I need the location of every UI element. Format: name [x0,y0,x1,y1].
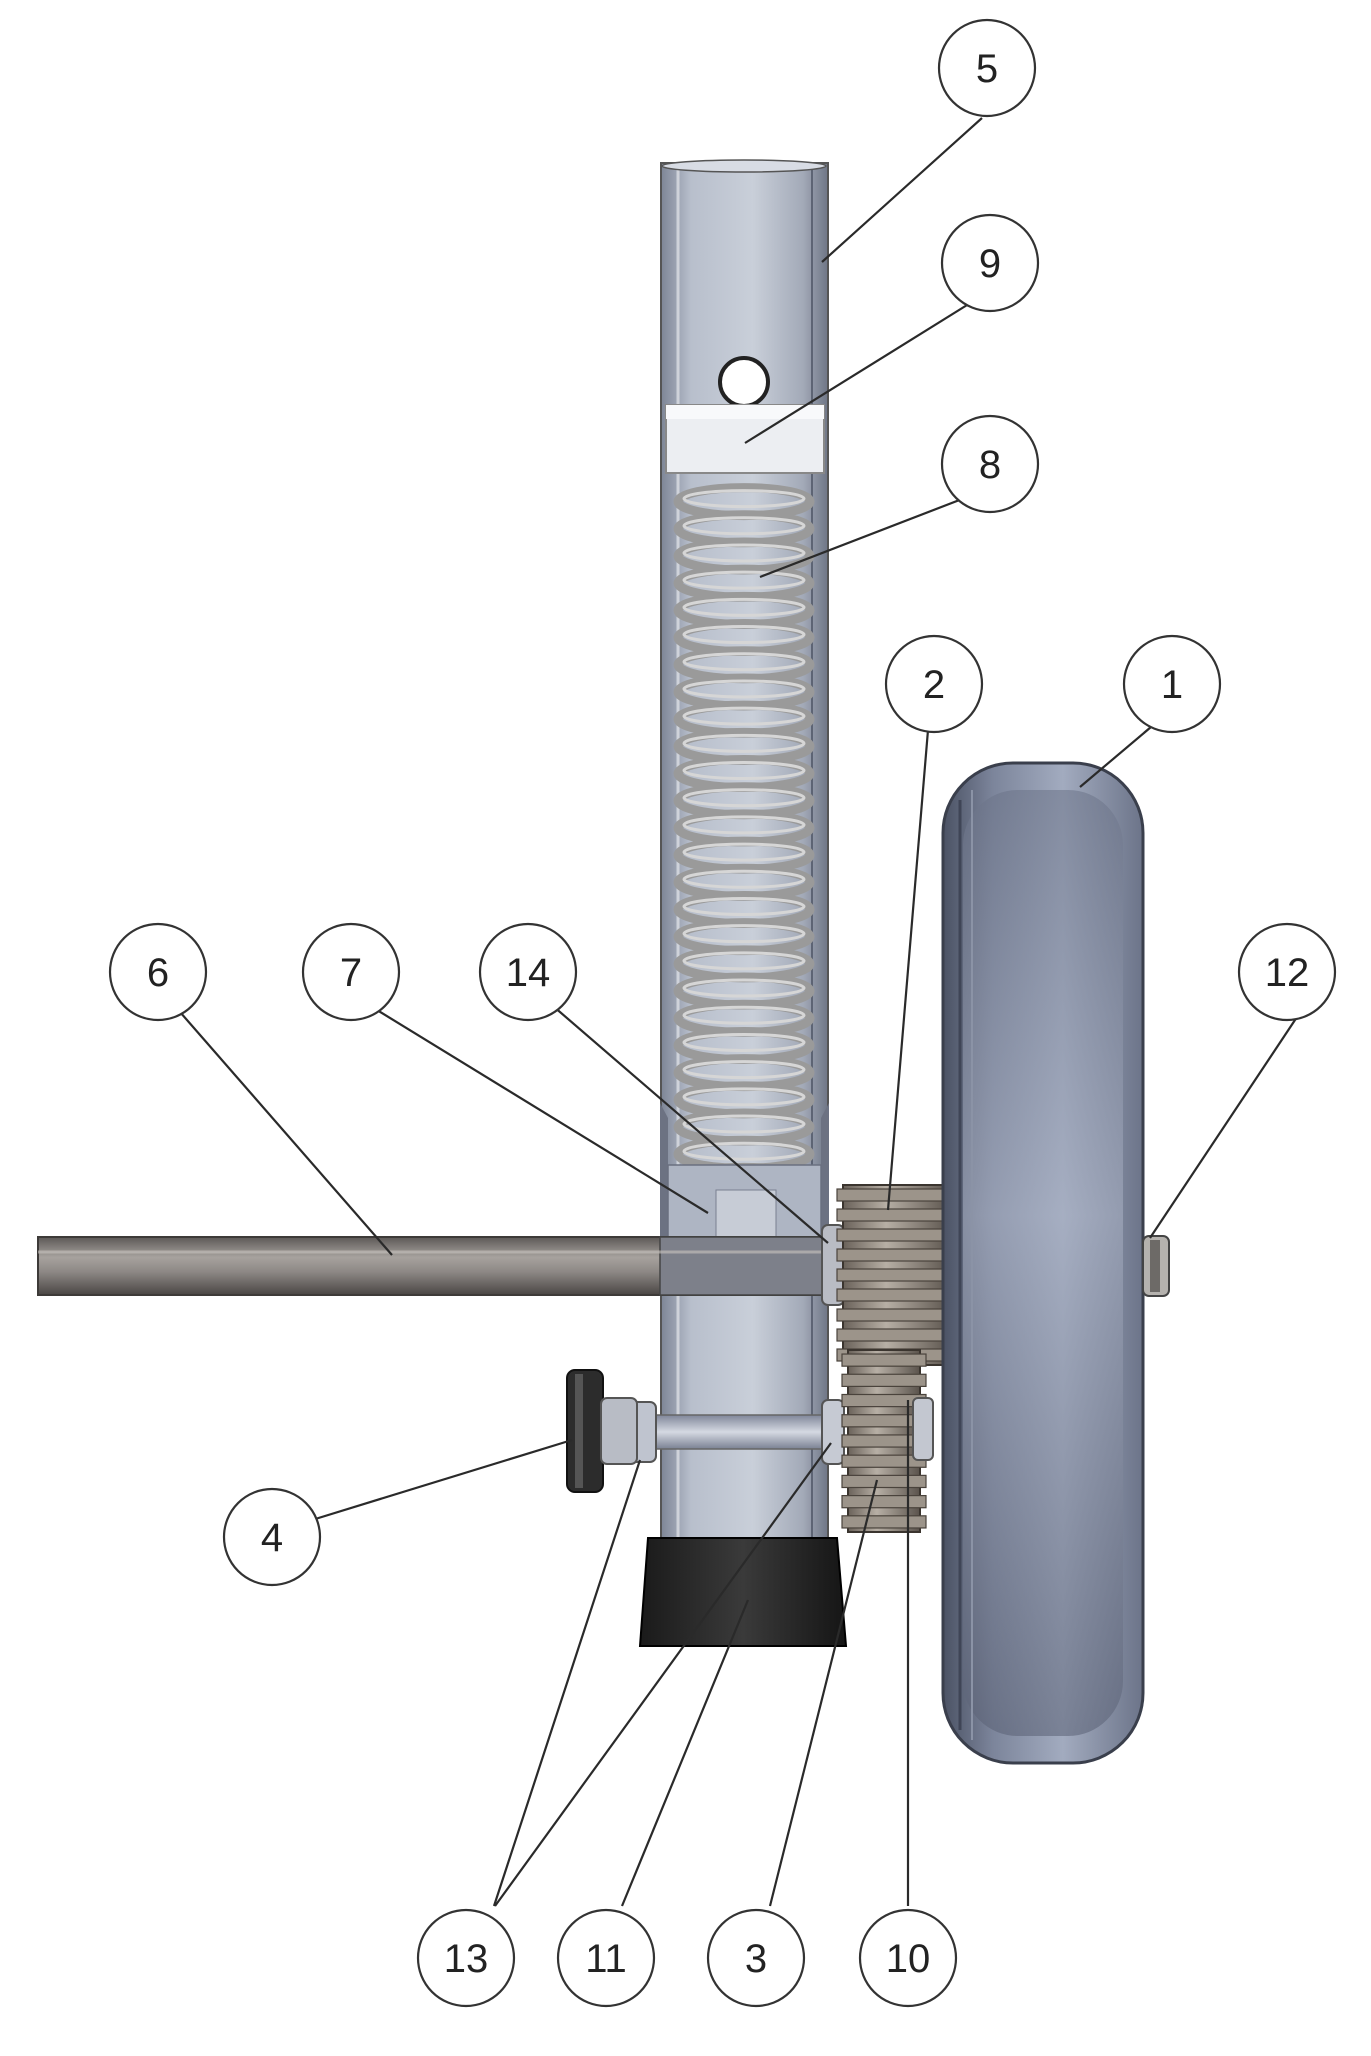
spring-coil-highlight [682,597,806,617]
knob-part-4 [566,1369,638,1493]
spring-coil-highlight [682,570,806,590]
spring-coil-highlight [682,625,806,645]
gear-tooth [841,1373,927,1388]
slider-part-7 [660,1103,829,1241]
callout-1: 1 [1122,634,1222,734]
callout-10: 10 [858,1908,958,2008]
svg-text:10: 10 [886,1937,931,1981]
bolt-part-12 [1142,1235,1170,1297]
svg-text:4: 4 [261,1516,283,1560]
spring-coil-highlight [682,1060,806,1080]
spring-coil-highlight [682,951,806,971]
wheel-part-1 [941,761,1145,1765]
callout-2: 2 [884,634,984,734]
plug-part-9 [665,404,825,474]
svg-text:1: 1 [1161,663,1183,707]
gear-tooth [836,1268,958,1282]
spring-coil-highlight [682,1032,806,1052]
shaft-part-6 [37,1236,834,1296]
spring-coil-highlight [682,733,806,753]
gear-tooth [841,1474,927,1489]
svg-text:3: 3 [745,1937,767,1981]
callout-5: 5 [937,18,1037,118]
svg-text:2: 2 [923,663,945,707]
spring-coil-highlight [682,489,806,509]
callout-13: 13 [416,1908,516,2008]
gear-tooth [836,1328,958,1342]
callout-balloons: 5 9 8 2 1 6 7 14 [108,18,1337,2008]
svg-text:6: 6 [147,951,169,995]
callout-3: 3 [706,1908,806,2008]
gear-tooth [836,1248,958,1262]
spring-coil-highlight [682,978,806,998]
svg-text:9: 9 [979,242,1001,286]
foot-part-11 [638,1537,848,1647]
gear-tooth [841,1494,927,1509]
svg-text:12: 12 [1265,951,1310,995]
axle-lower [649,1414,836,1450]
gear-tooth [836,1188,958,1202]
gear-tooth [841,1353,927,1367]
spring-coil-highlight [682,788,806,808]
svg-text:14: 14 [506,951,551,995]
spring-coil-highlight [682,924,806,944]
pin-part-10 [912,1397,934,1461]
callout-9: 9 [940,213,1040,313]
svg-text:11: 11 [585,1937,627,1981]
spring-coil-highlight [682,679,806,699]
tube-part-5 [660,159,829,1544]
gear-tooth [836,1228,958,1242]
callout-14: 14 [478,922,578,1022]
spring-coil-highlight [682,761,806,781]
svg-text:8: 8 [979,443,1001,487]
spring-coil-highlight [682,652,806,672]
spring-coil-highlight [682,516,806,536]
spring-coil-highlight [682,815,806,835]
spring-coil-highlight [682,543,806,563]
gear-part-2 [836,1184,958,1366]
spring-coil-highlight [682,1114,806,1134]
gear-tooth [841,1515,927,1529]
spring-coil-highlight [682,1087,806,1107]
callout-7: 7 [301,922,401,1022]
gear-tooth [836,1308,958,1322]
gear-tooth [836,1208,958,1222]
spring-coil-highlight [682,896,806,916]
callout-6: 6 [108,922,208,1022]
spring-coil-highlight [682,869,806,889]
spring-coil-highlight [682,1005,806,1025]
spring-coil-highlight [682,1141,806,1161]
callout-12: 12 [1237,922,1337,1022]
svg-text:7: 7 [340,951,362,995]
callout-11: 11 [556,1908,656,2008]
callout-8: 8 [940,414,1040,514]
gear-tooth [836,1288,958,1302]
callout-4: 4 [222,1487,322,1587]
spring-part-8 [673,483,815,1200]
spring-coil-highlight [682,706,806,726]
svg-text:5: 5 [976,47,998,91]
spring-coil-highlight [682,842,806,862]
svg-text:13: 13 [444,1937,489,1981]
gear-tooth [841,1454,927,1468]
